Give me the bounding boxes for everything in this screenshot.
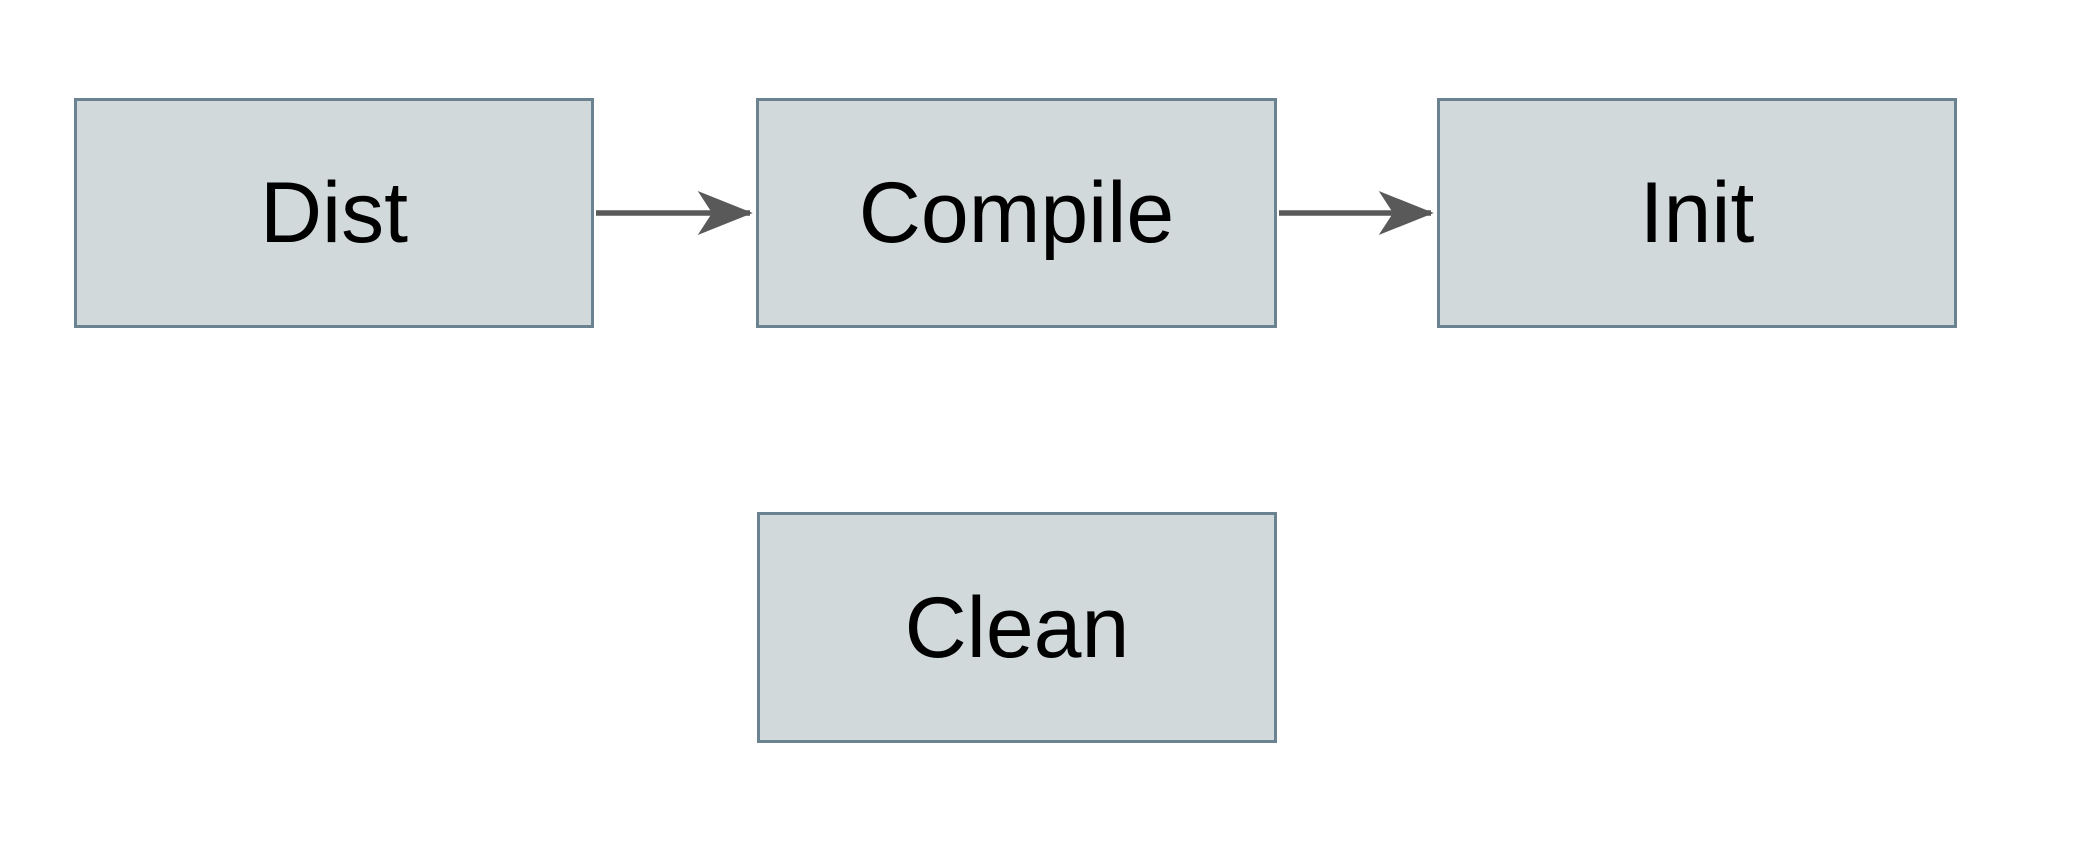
node-init-label: Init bbox=[1639, 165, 1755, 261]
node-clean-label: Clean bbox=[904, 579, 1130, 676]
node-init[interactable]: Init bbox=[1437, 98, 1957, 328]
node-clean[interactable]: Clean bbox=[757, 512, 1277, 743]
node-compile[interactable]: Compile bbox=[756, 98, 1277, 328]
node-compile-label: Compile bbox=[858, 165, 1175, 261]
node-dist[interactable]: Dist bbox=[74, 98, 594, 328]
node-dist-label: Dist bbox=[259, 165, 409, 261]
